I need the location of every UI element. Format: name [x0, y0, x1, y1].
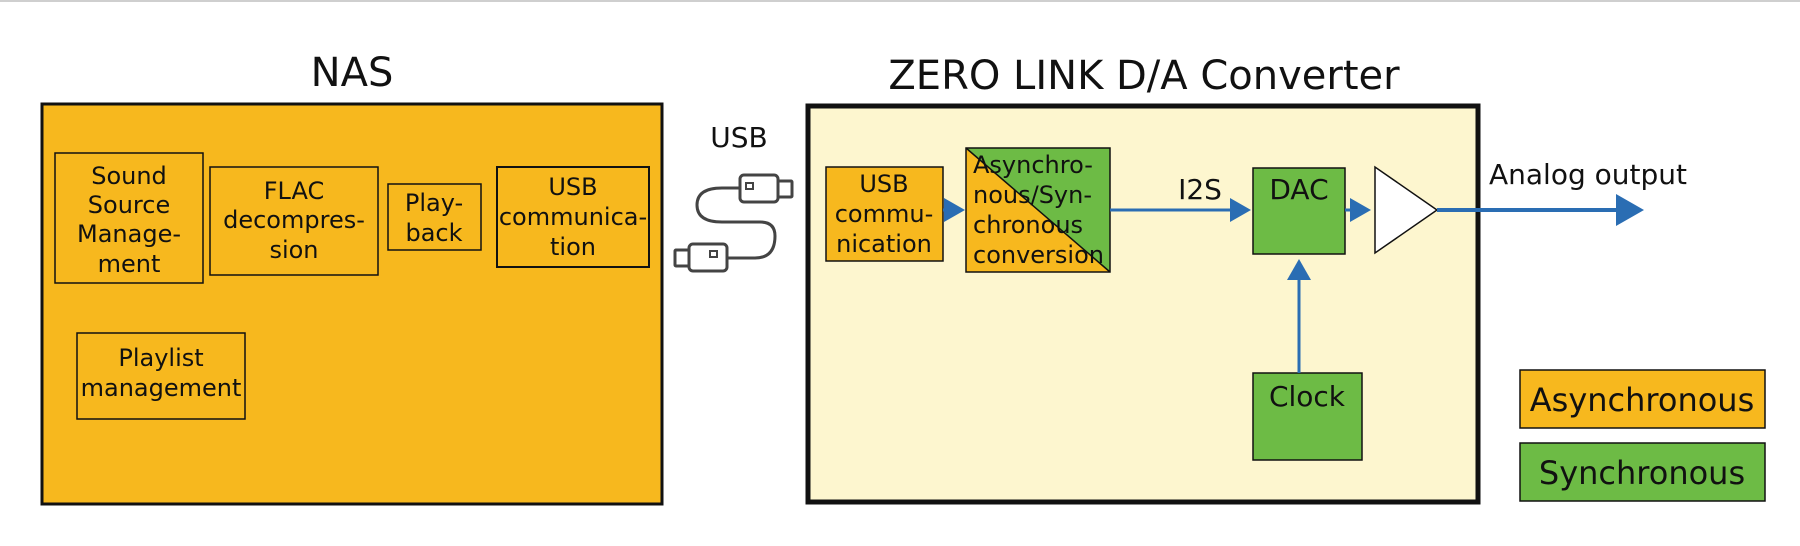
nas-flac-block: FLAC decompres- sion	[209, 166, 379, 276]
nas-playback-line-1: Play-	[405, 189, 463, 217]
nas-playlist-line-1: Playlist	[118, 344, 203, 372]
nas-flac-line-3: sion	[269, 236, 318, 264]
dac-chip-label: DAC	[1269, 173, 1328, 206]
dac-clock-label: Clock	[1269, 380, 1346, 413]
legend-sync-label: Synchronous	[1539, 454, 1745, 492]
nas-playlist-line-2: management	[81, 374, 242, 402]
dac-clock-block: Clock	[1252, 372, 1363, 461]
nas-title: NAS	[311, 50, 394, 96]
usb-cable-label: USB	[710, 121, 767, 154]
nas-playlist-block: Playlist management	[76, 332, 246, 420]
nas-flac-line-1: FLAC	[264, 177, 324, 205]
nas-sound-source-line-1: Sound	[91, 162, 167, 190]
nas-sound-source-block: Sound Source Manage- ment	[54, 152, 204, 284]
nas-playback-line-2: back	[405, 219, 462, 247]
dac-conversion-block: Asynchro- nous/Syn- chronous conversion	[965, 147, 1111, 273]
dac-conversion-line-3: chronous	[973, 211, 1083, 239]
nas-usb-comm-line-2: communica-	[499, 203, 647, 231]
nas-flac-line-2: decompres-	[223, 206, 365, 234]
dac-chip-block: DAC	[1252, 167, 1346, 255]
nas-playback-block: Play- back	[387, 183, 482, 251]
legend: Asynchronous Synchronous	[1519, 369, 1766, 502]
dac-usb-comm-line-1: USB	[859, 170, 908, 198]
dac-converter-title: ZERO LINK D/A Converter	[888, 53, 1400, 99]
usb-cable-icon	[673, 173, 794, 273]
nas-usb-comm-block: USB communica- tion	[496, 166, 650, 268]
dac-usb-comm-line-2: commu-	[835, 200, 934, 228]
dac-conversion-line-2: nous/Syn-	[973, 181, 1092, 209]
legend-async: Asynchronous	[1519, 369, 1766, 429]
i2s-label: I2S	[1178, 173, 1222, 206]
analog-output-label: Analog output	[1489, 158, 1687, 191]
dac-conversion-line-4: conversion	[973, 241, 1104, 269]
nas-usb-comm-line-1: USB	[548, 173, 597, 201]
dac-usb-comm-line-3: nication	[836, 230, 932, 258]
legend-async-label: Asynchronous	[1530, 381, 1755, 419]
dac-conversion-line-1: Asynchro-	[973, 151, 1093, 179]
dac-usb-comm-block: USB commu- nication	[825, 166, 944, 262]
nas-sound-source-line-2: Source	[88, 191, 170, 219]
dac-converter-box	[805, 103, 1481, 505]
legend-sync: Synchronous	[1519, 442, 1766, 502]
nas-sound-source-line-4: ment	[98, 250, 161, 278]
nas-usb-comm-line-3: tion	[550, 233, 596, 261]
amplifier-icon	[1374, 165, 1439, 255]
nas-sound-source-line-3: Manage-	[77, 220, 181, 248]
